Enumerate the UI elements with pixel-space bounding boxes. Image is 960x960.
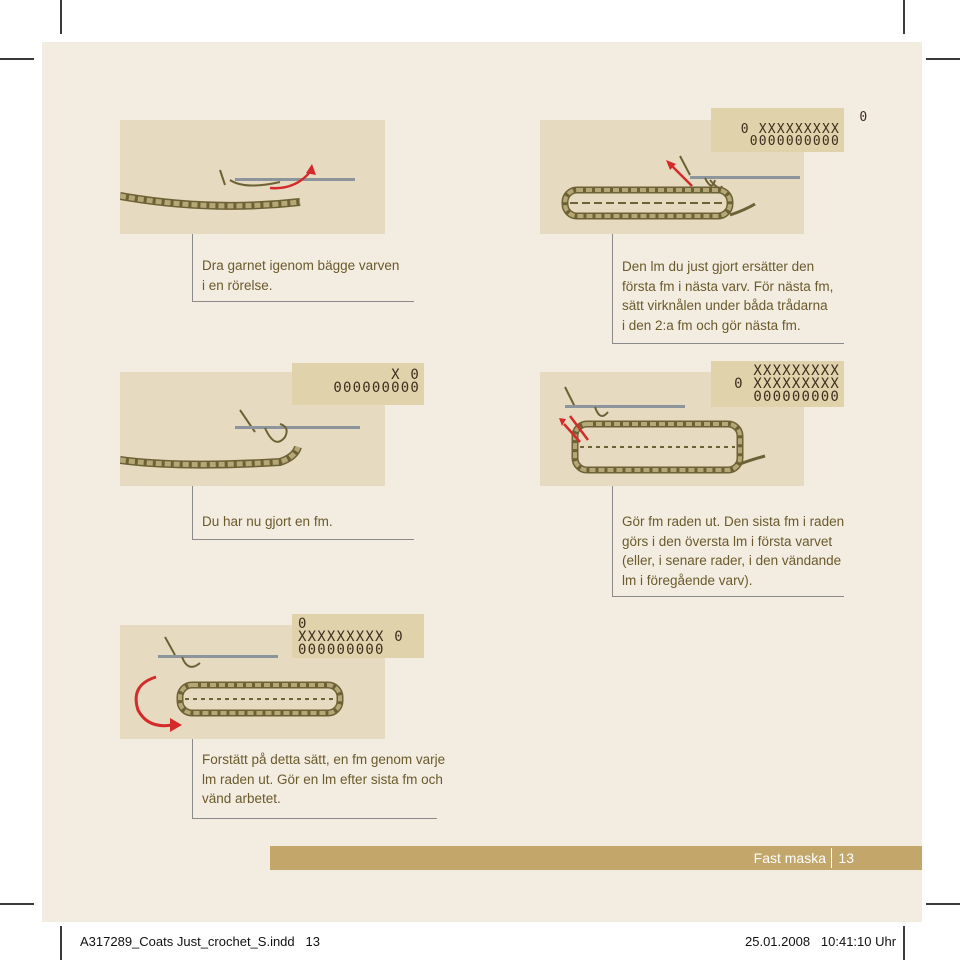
caption-rule <box>612 486 613 597</box>
footer-divider <box>831 848 832 868</box>
step-4-caption: Gör fm raden ut. Den sista fm i raden gö… <box>622 514 845 588</box>
stitch-chart: XXXXXXXXX 0 XXXXXXXXX 000000000 <box>711 361 844 407</box>
crop-mark <box>926 903 960 905</box>
step-5-caption: Forstätt på detta sätt, en fm genom varj… <box>202 752 446 806</box>
crop-mark <box>926 58 960 60</box>
stitch-chart: 0 XXXXXXXXX 0 000000000 <box>292 614 424 658</box>
step-1-caption: Dra garnet igenom bägge varven i en röre… <box>202 258 400 293</box>
caption-rule <box>192 818 437 819</box>
crop-mark <box>903 926 905 960</box>
crop-mark <box>903 0 905 34</box>
step-3-caption: Du har nu gjort en fm. <box>202 514 333 529</box>
caption-rule <box>192 301 414 302</box>
illustration-panel <box>120 120 385 234</box>
caption-rule <box>192 234 193 302</box>
caption-rule <box>192 486 193 540</box>
slug-datetime: 25.01.2008 10:41:10 Uhr <box>745 934 897 949</box>
caption-rule <box>612 343 844 344</box>
caption-rule <box>612 596 844 597</box>
section-title: Fast maska <box>753 850 826 866</box>
crop-mark <box>0 903 34 905</box>
step-2-caption: Den lm du just gjort ersätter den första… <box>622 259 834 333</box>
caption-rule <box>612 234 613 344</box>
page-number: 13 <box>838 850 854 866</box>
stitch-chart: 0 0 XXXXXXXXX 0000000000 <box>711 108 867 152</box>
crop-mark <box>60 926 62 960</box>
caption-rule <box>192 539 414 540</box>
crop-mark <box>0 58 34 60</box>
stitch-chart: X 0 000000000 <box>292 363 424 405</box>
footer-bar: Fast maska 13 <box>270 846 922 870</box>
crop-mark <box>60 0 62 34</box>
slug-filename: A317289_Coats Just_crochet_S.indd 13 <box>80 934 320 949</box>
caption-rule <box>192 739 193 819</box>
